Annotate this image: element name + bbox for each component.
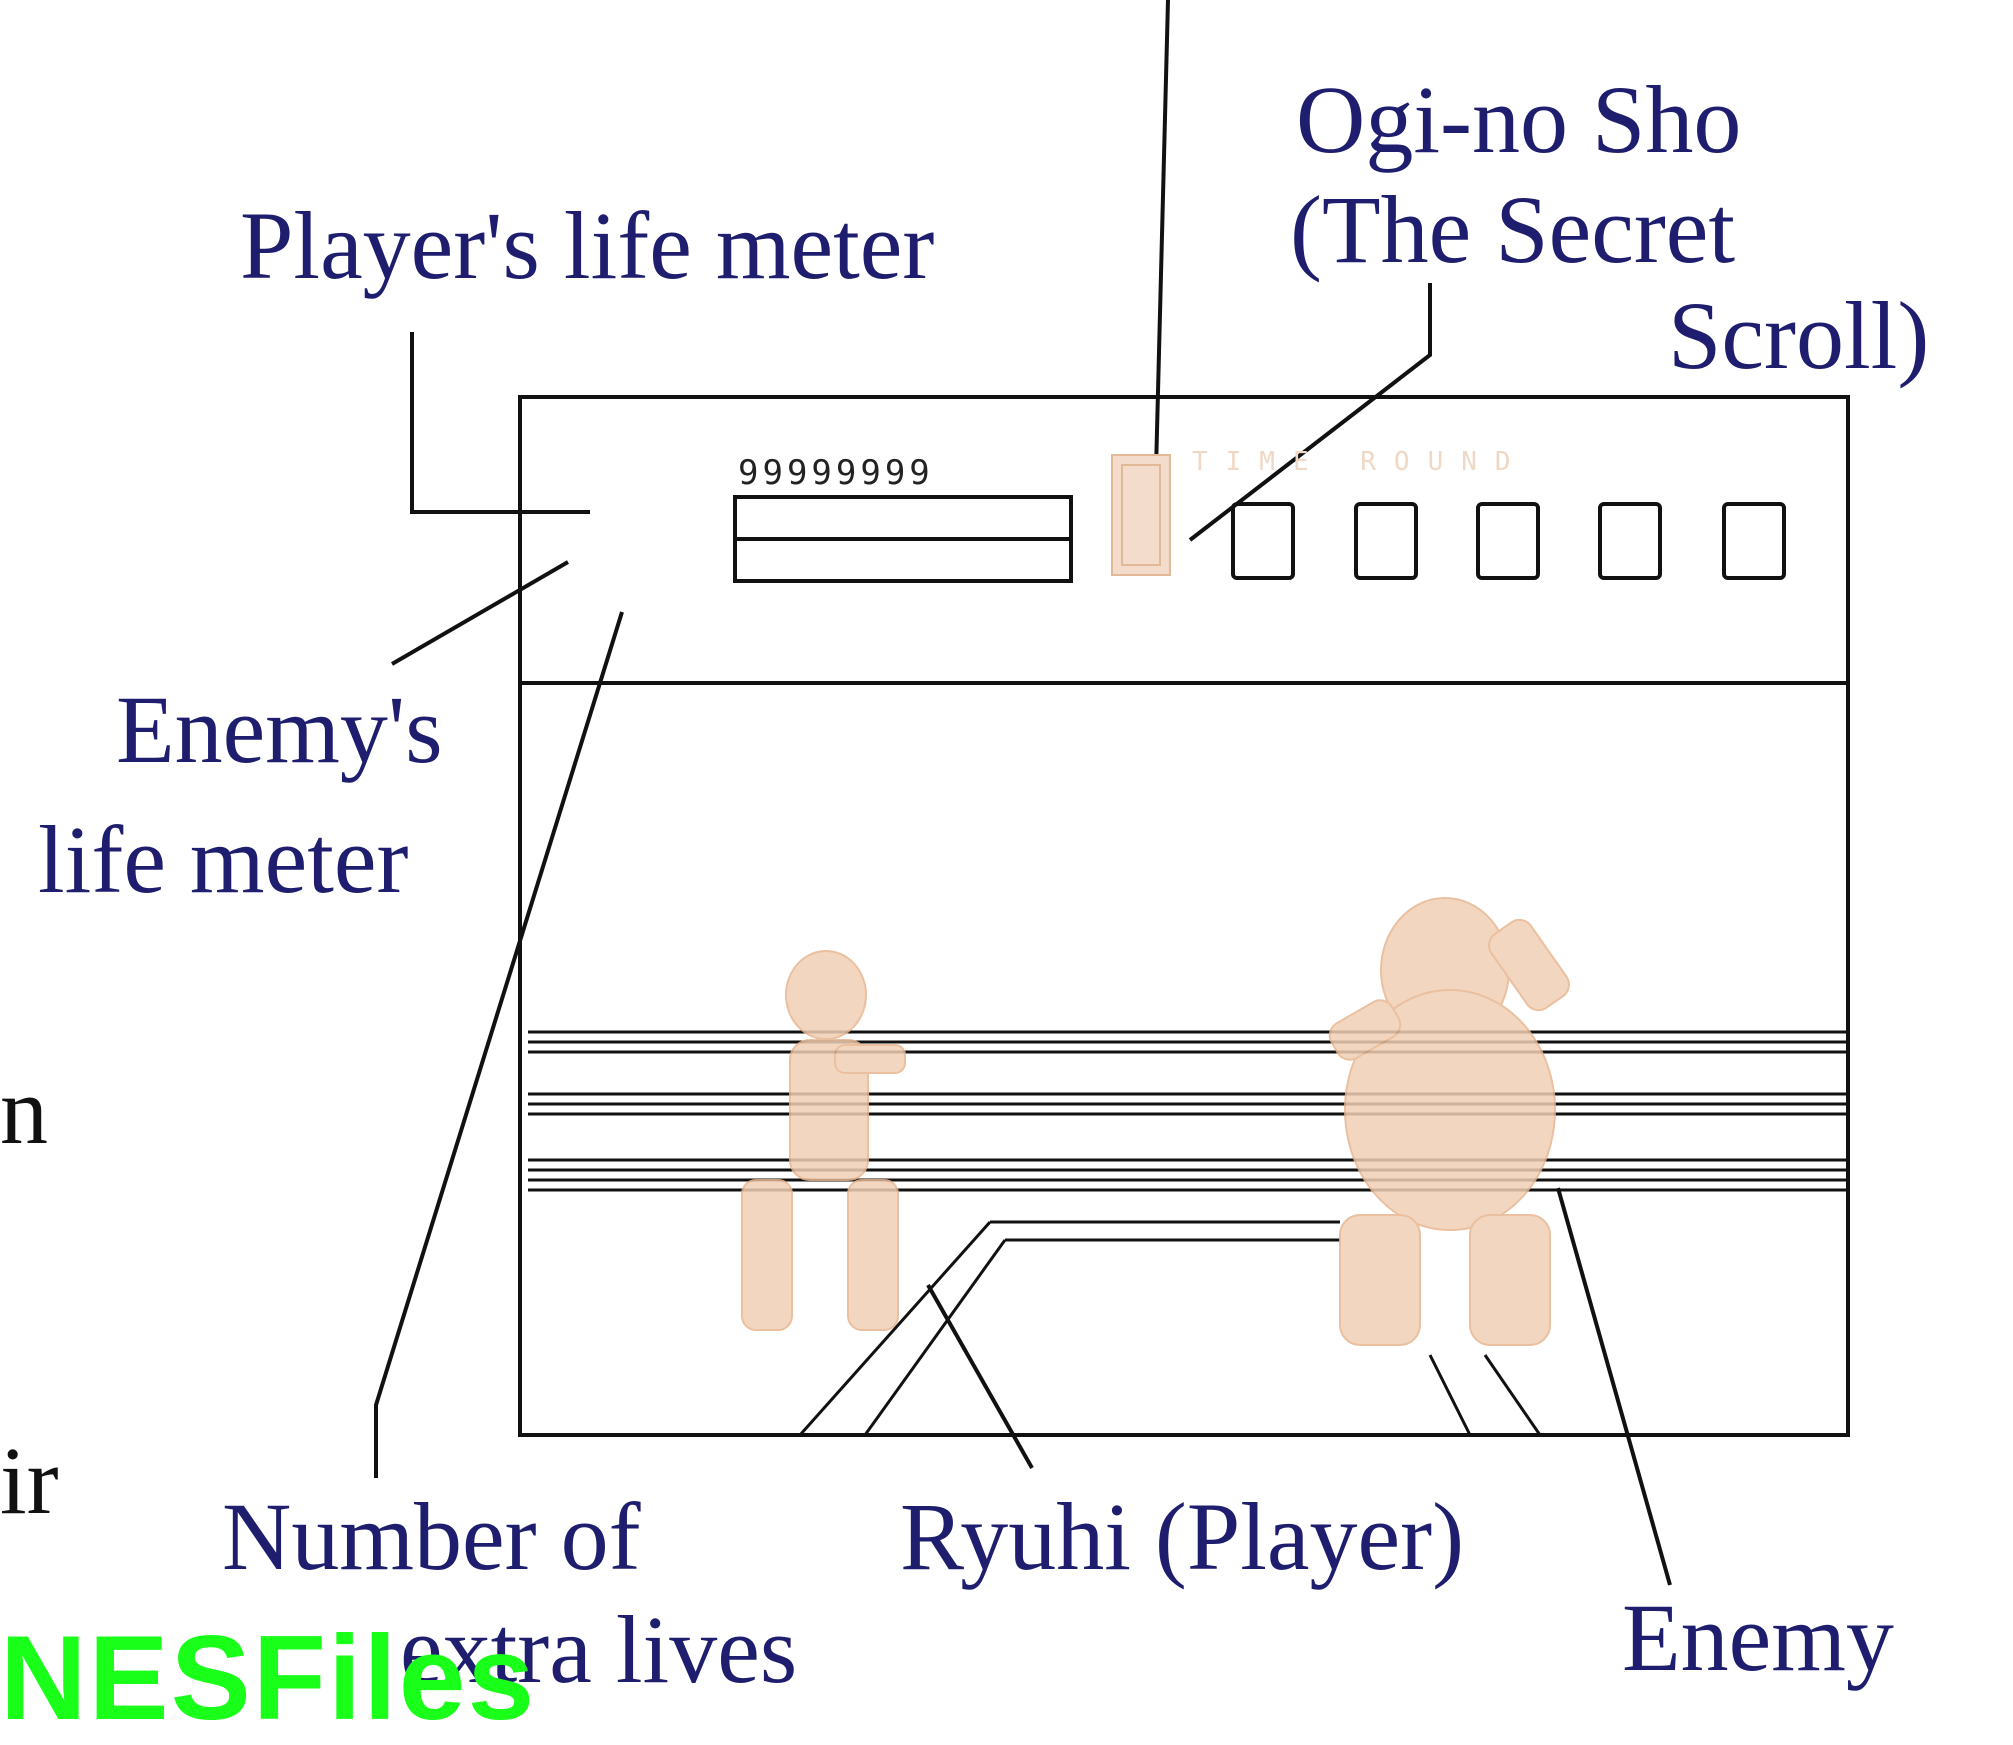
scroll-slot-1	[1231, 502, 1295, 580]
arena-rails	[528, 1030, 1848, 1436]
label-enemy-life-meter-line1: Enemy's	[116, 676, 443, 783]
enemy-figure	[1328, 897, 1570, 1346]
scroll-slot-3	[1476, 502, 1540, 580]
scroll-slot-5	[1722, 502, 1786, 580]
leader-ryuhi	[926, 1284, 1034, 1469]
label-secret-scroll-line1: (The Secret	[1290, 176, 1736, 283]
label-extra-lives-line1: Number of	[222, 1483, 641, 1590]
faded-hud-text: TIME ROUND	[1192, 447, 1529, 477]
enemy-life-meter-bar	[733, 537, 1073, 583]
game-screen-diagram: TIME ROUND	[374, 0, 1850, 1586]
leader-player-life	[410, 332, 590, 514]
label-extra-lives-line2: extra lives	[400, 1596, 798, 1703]
label-enemy: Enemy	[1622, 1584, 1894, 1691]
edge-text-1: n	[0, 1057, 48, 1164]
scroll-slot-4	[1598, 502, 1662, 580]
scroll-slot-2	[1354, 502, 1418, 580]
player-life-meter-bar	[733, 495, 1073, 541]
score-readout: 99999999	[738, 453, 934, 493]
label-player-life-meter: Player's life meter	[240, 192, 935, 299]
scroll-indicator-icon	[1111, 454, 1171, 576]
leader-extra-lives	[374, 611, 624, 1478]
leader-enemy	[1556, 1187, 1672, 1586]
leader-secret-scroll	[1188, 283, 1432, 542]
label-secret-scroll-line2: Scroll)	[1668, 282, 1930, 389]
label-ogi-no-sho: Ogi-no Sho	[1296, 66, 1742, 173]
player-figure	[741, 950, 906, 1331]
edge-text-2: ir	[0, 1427, 59, 1534]
label-ryuhi-player: Ryuhi (Player)	[900, 1483, 1465, 1590]
screen-frame	[518, 395, 1850, 1437]
label-enemy-life-meter-line2: life meter	[38, 806, 409, 913]
watermark-logo: NESFiles	[0, 1611, 537, 1745]
leader-enemy-life	[390, 560, 570, 666]
leader-top	[1154, 0, 1170, 471]
